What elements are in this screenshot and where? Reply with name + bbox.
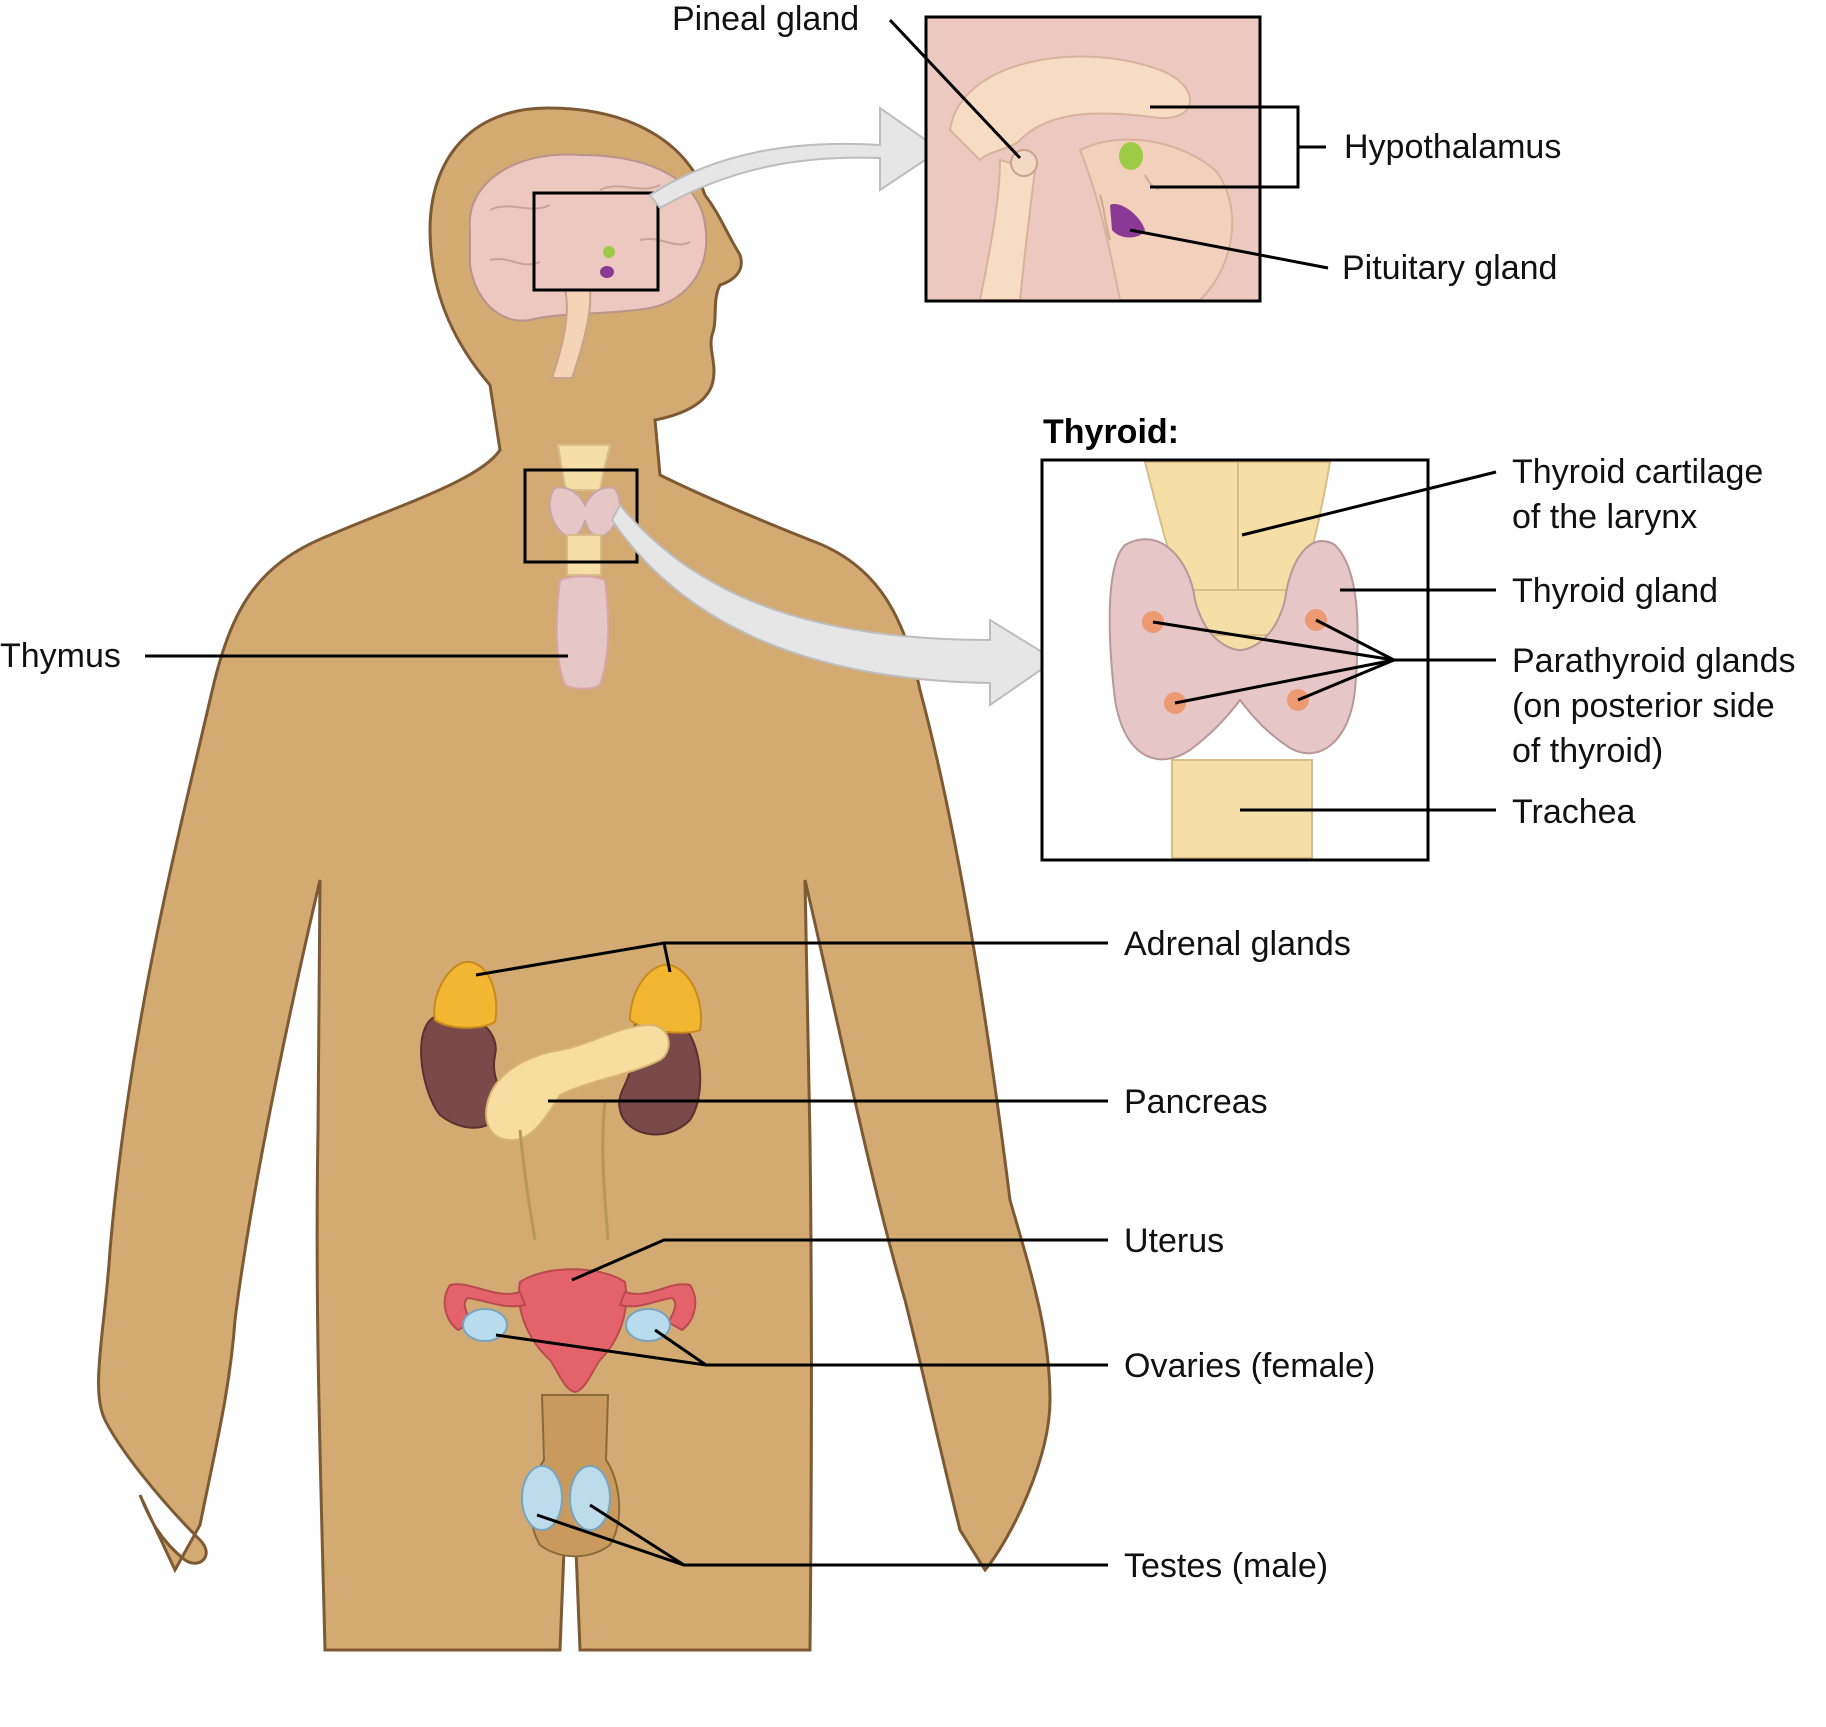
thyroid-inset [1042,460,1428,860]
pituitary-inset [1110,204,1145,238]
abdomen-organs [420,960,702,1241]
label-thyroid-cartilage-2: of the larynx [1512,498,1697,536]
label-pancreas: Pancreas [1124,1083,1268,1121]
body-silhouette [97,106,1052,1652]
leader-lines [145,18,1497,1567]
thyroid-zoom-box [523,468,639,564]
label-trachea: Trachea [1512,793,1636,831]
brain-inset [926,17,1260,301]
label-parathyroid-1: Parathyroid glands [1512,642,1796,680]
zoom-arrow-brain [648,106,942,210]
thymus-shape [555,575,610,690]
label-thymus: Thymus [0,637,121,675]
label-parathyroid-3: of thyroid) [1512,732,1663,770]
hypothalamus-inset [1119,142,1143,170]
label-ovaries: Ovaries (female) [1124,1347,1375,1385]
label-testes: Testes (male) [1124,1547,1328,1585]
label-thyroid-cartilage-1: Thyroid cartilage [1512,453,1763,491]
neck-organs [548,444,621,690]
pancreas-shape [485,1023,670,1142]
label-uterus: Uterus [1124,1222,1224,1260]
label-pituitary-gland: Pituitary gland [1342,249,1557,287]
label-hypothalamus: Hypothalamus [1344,128,1561,166]
adrenal-right [628,963,702,1034]
zoom-arrow-thyroid [610,503,1057,707]
uterus-shape [518,1268,628,1394]
label-pineal-gland: Pineal gland [672,0,859,38]
label-parathyroid-2: (on posterior side [1512,687,1775,725]
reproductive-organs [443,1268,697,1558]
label-thyroid-title: Thyroid: [1043,413,1179,451]
label-thyroid-gland: Thyroid gland [1512,572,1718,610]
brain [468,153,708,379]
testis-right [569,1465,611,1531]
testis-left [521,1465,563,1531]
brain-zoom-box [532,191,660,292]
ovary-left [462,1308,508,1342]
brain-inset-frame [924,15,1262,303]
adrenal-left [433,960,498,1029]
label-adrenal-glands: Adrenal glands [1124,925,1351,963]
